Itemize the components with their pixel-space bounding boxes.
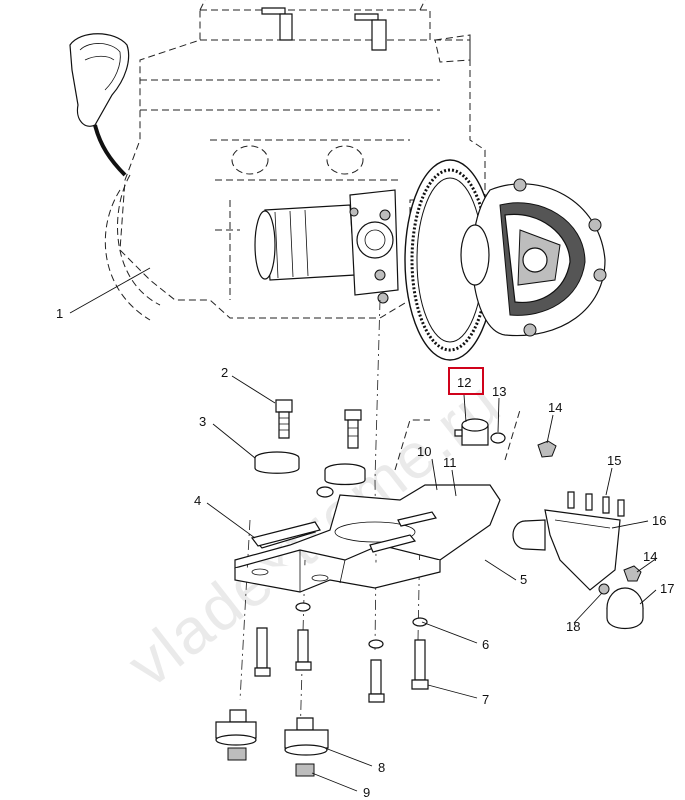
rubber-mount-8b <box>284 717 329 777</box>
callout-13: 13 <box>492 384 506 399</box>
callout-5: 5 <box>520 572 527 587</box>
callout-11: 11 <box>443 455 457 470</box>
rubber-mount-8 <box>215 709 257 761</box>
callout-15: 15 <box>607 453 621 468</box>
callout-1: 1 <box>56 306 63 321</box>
engine-block <box>104 0 486 321</box>
washer <box>316 486 334 498</box>
washer-13 <box>490 432 506 444</box>
spacer-3 <box>254 451 300 474</box>
callout-4: 4 <box>194 493 201 508</box>
mounting-plate-5 <box>234 484 501 593</box>
callout-18: 18 <box>566 619 580 634</box>
strap-4 <box>250 521 321 547</box>
leader-lines <box>69 267 658 792</box>
callout-14-right: 14 <box>643 549 657 564</box>
bolt-2 <box>275 399 293 439</box>
part-18 <box>598 583 610 595</box>
screws-15 <box>567 491 625 517</box>
nut-14b <box>623 565 642 582</box>
callout-2: 2 <box>221 365 228 380</box>
callout-6: 6 <box>482 637 489 652</box>
mount-12 <box>454 418 489 446</box>
bolt-2b <box>344 409 362 449</box>
highlight-box-12 <box>448 367 484 395</box>
fuel-fittings <box>261 7 387 51</box>
bumper-17 <box>606 587 644 630</box>
callout-10: 10 <box>417 444 431 459</box>
starter-motor <box>254 189 399 304</box>
recoil-handle <box>69 33 130 177</box>
drive-clutch <box>460 178 607 337</box>
callout-14-top: 14 <box>548 400 562 415</box>
callout-9: 9 <box>363 785 370 800</box>
callout-7: 7 <box>482 692 489 707</box>
callout-8: 8 <box>378 760 385 775</box>
lower-hardware <box>254 602 429 703</box>
bracket-16 <box>512 509 621 591</box>
callout-labels: 1 2 3 4 5 6 7 8 9 10 11 12 13 14 14 15 1… <box>56 306 674 800</box>
callout-3: 3 <box>199 414 206 429</box>
callout-17: 17 <box>660 581 674 596</box>
callout-12: 12 <box>457 375 471 390</box>
centerline-right <box>417 529 421 641</box>
callout-16: 16 <box>652 513 666 528</box>
spacer-3b <box>324 463 366 486</box>
nut-14 <box>537 440 557 458</box>
